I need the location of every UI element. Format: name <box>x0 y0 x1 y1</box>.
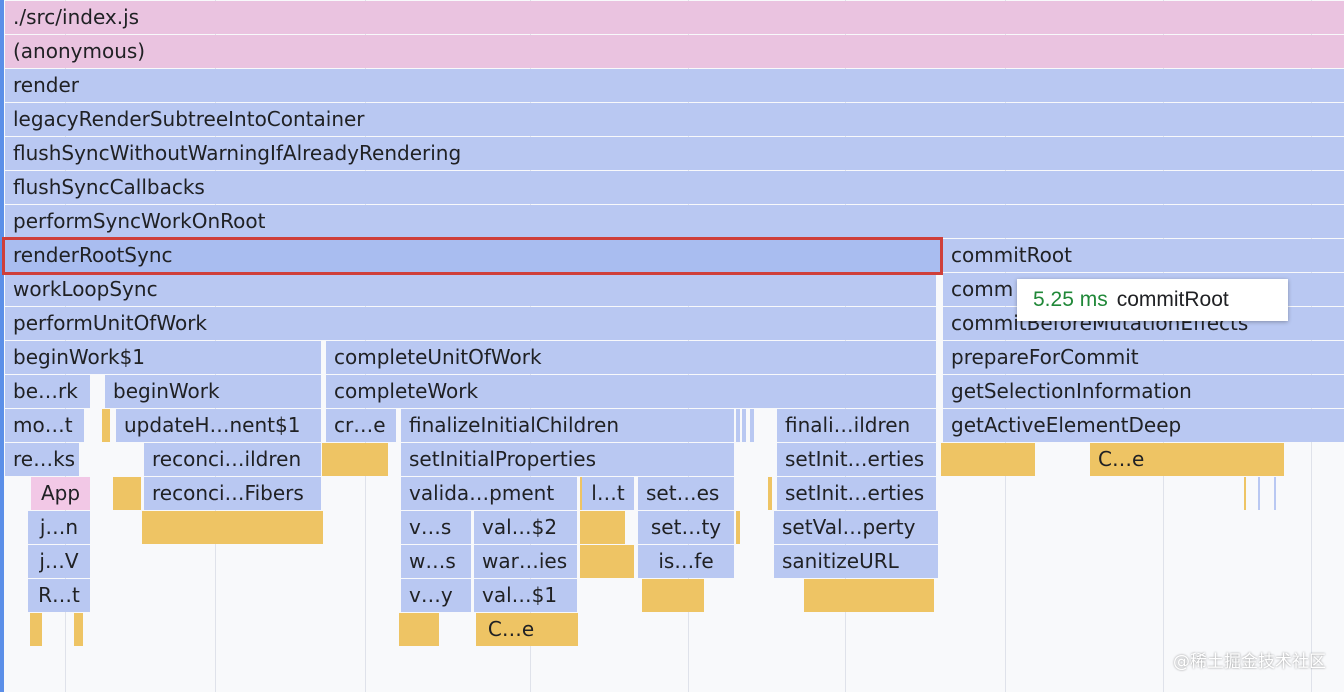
flame-bar[interactable]: set…ty <box>638 511 734 544</box>
flame-bar[interactable]: val…$1 <box>474 579 577 612</box>
flame-bar[interactable]: finalizeInitialChildren <box>401 409 734 442</box>
flame-bar-sliver[interactable] <box>736 409 740 442</box>
flame-bar-sliver[interactable] <box>580 545 634 578</box>
flame-bar[interactable]: setInit…erties <box>777 443 936 476</box>
tooltip-function-name: commitRoot <box>1116 288 1229 311</box>
flame-bar-sliver[interactable] <box>1244 477 1246 510</box>
flame-bar[interactable]: C…e <box>1090 443 1284 476</box>
flame-bar[interactable]: performSyncWorkOnRoot <box>5 205 1344 238</box>
flame-bar[interactable]: updateH…nent$1 <box>116 409 321 442</box>
tooltip-duration: 5.25 ms <box>1033 288 1108 311</box>
flame-bar[interactable]: l…t <box>582 477 634 510</box>
flame-bar[interactable]: beginWork$1 <box>5 341 321 374</box>
flame-bar[interactable]: legacyRenderSubtreeIntoContainer <box>5 103 1344 136</box>
flame-bar-sliver[interactable] <box>1258 477 1260 510</box>
flame-bar-sliver[interactable] <box>322 443 388 476</box>
flame-bar[interactable]: setInitialProperties <box>401 443 734 476</box>
flame-bar-sliver[interactable] <box>102 409 110 442</box>
flame-bar[interactable]: workLoopSync <box>5 273 936 306</box>
flame-bar[interactable]: be…rk <box>5 375 90 408</box>
watermark: @稀土掘金技术社区 <box>1173 652 1326 672</box>
flame-bar-sliver[interactable] <box>546 613 578 646</box>
flame-bar-sliver[interactable] <box>750 409 754 442</box>
flame-bar[interactable]: set…es <box>638 477 734 510</box>
flame-bar[interactable]: finali…ildren <box>777 409 936 442</box>
flame-bar[interactable]: App <box>31 477 90 510</box>
flame-bar[interactable]: war…ies <box>474 545 577 578</box>
flame-bar[interactable]: completeWork <box>326 375 936 408</box>
flame-bar-sliver[interactable] <box>30 613 42 646</box>
flame-bar[interactable]: setInit…erties <box>777 477 936 510</box>
flame-bar-sliver[interactable] <box>804 579 934 612</box>
flame-bar-sliver[interactable] <box>580 511 625 544</box>
flame-bar-sliver[interactable] <box>399 613 439 646</box>
flame-bar[interactable]: reconci…Fibers <box>144 477 321 510</box>
flame-bar[interactable]: renderRootSync <box>5 239 941 272</box>
flame-bar[interactable]: prepareForCommit <box>943 341 1344 374</box>
flame-bar[interactable]: C…e <box>476 613 546 646</box>
flame-bar[interactable]: reconci…ildren <box>144 443 321 476</box>
flame-bar[interactable]: performUnitOfWork <box>5 307 936 340</box>
flame-bar[interactable]: beginWork <box>105 375 321 408</box>
flame-bar[interactable]: j…V <box>28 545 90 578</box>
flame-bar[interactable]: completeUnitOfWork <box>326 341 936 374</box>
flame-bar-sliver[interactable] <box>580 477 582 510</box>
flame-bar[interactable]: flushSyncCallbacks <box>5 171 1344 204</box>
flame-bar-sliver[interactable] <box>1274 477 1276 510</box>
flame-bar[interactable]: is…fe <box>638 545 734 578</box>
flame-bar[interactable]: v…y <box>401 579 471 612</box>
flame-bar-sliver[interactable] <box>742 409 746 442</box>
flame-bar[interactable]: j…n <box>28 511 90 544</box>
flame-bar[interactable]: getActiveElementDeep <box>943 409 1344 442</box>
flame-bar-sliver[interactable] <box>113 477 141 510</box>
flame-bar[interactable]: R…t <box>28 579 90 612</box>
flame-bar[interactable]: re…ks <box>5 443 79 476</box>
flame-bar[interactable]: sanitizeURL <box>774 545 938 578</box>
flame-bar[interactable]: mo…t <box>5 409 84 442</box>
flame-bar[interactable]: flushSyncWithoutWarningIfAlreadyRenderin… <box>5 137 1344 170</box>
flame-bar-sliver[interactable] <box>74 613 83 646</box>
flame-bar[interactable]: valida…pment <box>401 477 577 510</box>
flame-bar[interactable]: setVal…perty <box>774 511 938 544</box>
flame-bar-sliver[interactable] <box>642 579 704 612</box>
flame-bar[interactable]: render <box>5 69 1344 102</box>
left-edge-marker <box>0 0 4 692</box>
flame-bar[interactable]: cr…e <box>326 409 396 442</box>
flame-bar-sliver[interactable] <box>941 443 1035 476</box>
flame-bar[interactable]: v…s <box>401 511 471 544</box>
flame-bar[interactable]: val…$2 <box>474 511 577 544</box>
flame-bar[interactable]: w…s <box>401 545 471 578</box>
flame-bar[interactable]: ./src/index.js <box>5 1 1344 34</box>
flame-bar-sliver[interactable] <box>768 477 772 510</box>
flame-bar-sliver[interactable] <box>142 511 323 544</box>
flame-bar[interactable]: getSelectionInformation <box>943 375 1344 408</box>
flame-bar[interactable]: (anonymous) <box>5 35 1344 68</box>
selection-highlight <box>2 237 943 275</box>
flame-bar-sliver[interactable] <box>736 511 740 544</box>
flame-bar[interactable]: commitRoot <box>943 239 1344 272</box>
tooltip: 5.25 ms commitRoot <box>1017 279 1288 321</box>
